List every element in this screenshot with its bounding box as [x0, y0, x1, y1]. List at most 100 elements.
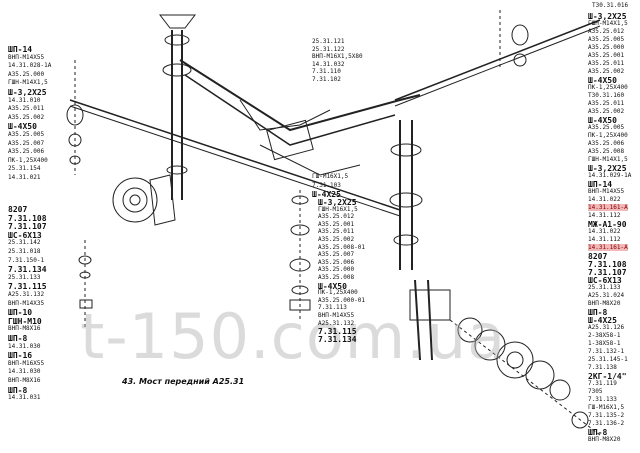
part-label: Т30.31.160 — [588, 92, 625, 99]
part-label: 14.31.030 — [8, 368, 41, 376]
tie-rod — [69, 19, 601, 217]
part-label: 1-38Х58-1 — [588, 340, 621, 347]
part-label: ВНП-М16Х55 — [8, 359, 45, 367]
part-label: 7.31.133 — [588, 396, 617, 403]
part-label: ВНП-М14Х55 — [318, 312, 355, 319]
part-label: А35.25.011 — [588, 100, 625, 107]
center-parts — [289, 190, 311, 320]
part-label: ВНП-М8Х16 — [8, 377, 41, 384]
part-label: 7305 — [588, 388, 603, 395]
part-label: А35.25.005 — [588, 124, 625, 131]
part-label: ВНП-М14Х55 — [8, 53, 45, 61]
part-label: 7.31.115 — [8, 282, 47, 292]
part-label: Ш-3,2Х25 — [588, 12, 627, 21]
left-tie-end — [66, 60, 84, 175]
left-kingpin — [158, 14, 197, 200]
right-kingpin — [389, 120, 451, 361]
part-label: А35.25.006 — [8, 148, 45, 156]
part-label: ГШН-М10 — [8, 316, 42, 326]
axle-beam — [179, 59, 421, 176]
part-label: 25.31.154 — [8, 165, 41, 173]
part-label: А35.25.006 — [588, 140, 625, 147]
part-label: 14.31.112 — [588, 212, 621, 219]
part-label: 8207 — [588, 252, 608, 261]
part-label: 7.31.132-1 — [588, 348, 625, 355]
part-label: Ш-4Х50 — [588, 76, 617, 85]
part-label: А35.25.008 — [318, 274, 355, 281]
part-label: 14.31.029-1А — [588, 172, 632, 179]
part-label: 14.31.022 — [588, 196, 621, 203]
part-label: ВНП-М8Х20 — [588, 300, 621, 307]
part-label: 7.31.107 — [8, 222, 47, 232]
part-label: 7.31.134 — [318, 334, 357, 344]
part-label: А35.25.006 — [318, 258, 355, 266]
part-label: 14.31.031 — [8, 394, 41, 402]
part-label: А25.31.132 — [8, 291, 45, 298]
part-label: А35.25.005 — [8, 131, 45, 138]
part-label: ШС-6Х13 — [588, 276, 622, 285]
part-label: 25.31.142 — [8, 239, 41, 247]
part-label: ВНП-М14Х35 — [8, 299, 45, 307]
part-label: 14.31.021 — [8, 174, 41, 181]
part-label: 14.31.032 — [312, 60, 345, 68]
part-label: ВНП-М14Х55 — [588, 188, 625, 195]
part-label: 25.31.018 — [8, 248, 41, 255]
part-label: 8207 — [8, 205, 28, 214]
part-label: Ш-4Х25 — [588, 316, 617, 325]
part-label: Ш-4Х50 — [588, 116, 617, 125]
part-label: А35.25.000 — [8, 70, 45, 78]
part-label: 25.31.133 — [8, 273, 41, 281]
part-label: ШП-8 — [8, 334, 28, 343]
part-label: А35.25.001 — [588, 52, 625, 59]
part-label: А35.25.011 — [8, 105, 45, 113]
part-label: 25.31.121 — [312, 38, 345, 45]
part-label: ШС-6Х13 — [8, 230, 42, 240]
part-label: 7.31.110 — [312, 68, 341, 76]
part-label: 25.31.145-1 — [588, 356, 628, 363]
part-label: 7.31.102 — [312, 76, 341, 83]
part-label: МЖ-А1-90 — [588, 220, 627, 229]
part-label: Ш-4Х50 — [8, 122, 37, 132]
part-label: 7.31.103 — [312, 181, 341, 189]
part-label: А35.25.000-01 — [318, 296, 365, 304]
part-label: ШП-16 — [8, 351, 33, 361]
part-label: 2КГ-1/4" — [588, 372, 627, 381]
top-right-code: Т30.31.016 — [592, 2, 629, 9]
part-label: Ш-4Х50 — [318, 281, 347, 291]
part-label: А35.25.011 — [588, 60, 625, 67]
part-label: 7.31.150-1 — [8, 256, 45, 264]
part-label: 7.31.115 — [318, 327, 357, 337]
part-label: ШП-8 — [588, 308, 608, 317]
part-label: 14.31.112 — [588, 236, 621, 243]
diagram-caption: 43. Мост передний А25.31 — [122, 377, 245, 386]
part-label: А25.31.126 — [588, 324, 625, 331]
part-label: ШП-8 — [588, 428, 608, 437]
part-label: 14.31.030 — [8, 342, 41, 350]
part-label: Ш-3,2Х25 — [318, 198, 357, 207]
part-label: А35.25.000 — [318, 266, 355, 274]
part-label: Ш-3,2Х25 — [588, 164, 627, 173]
part-label: 14.31.161-А — [588, 204, 628, 211]
part-label: 7.31.138 — [588, 364, 617, 371]
part-label: А35.25.012 — [588, 28, 625, 35]
part-label: А35.25.000 — [588, 44, 625, 51]
part-label: 25.31.122 — [312, 45, 345, 53]
part-label: 7.31.107 — [588, 268, 627, 277]
part-label: А25.31.024 — [588, 292, 625, 299]
part-label: Ш-4Х25 — [312, 190, 341, 200]
part-label: 14.31.161-А — [588, 244, 628, 251]
part-label: ШП-8 — [8, 385, 28, 395]
part-label: 7.31.135-2 — [588, 412, 625, 419]
part-label: А35.25.002 — [588, 108, 625, 115]
part-label: А35.25.008 — [588, 148, 625, 155]
part-label: А25.31.132 — [318, 319, 355, 327]
part-label: 7.31.136-2 — [588, 420, 625, 427]
right-hub — [449, 317, 601, 436]
part-label: А35.25.007 — [8, 139, 45, 147]
lower-left-parts — [78, 240, 93, 330]
part-label: 2-38Х58-1 — [588, 332, 621, 339]
right-tie-end — [499, 10, 529, 70]
watermark-text: t-150.com.ua — [80, 300, 507, 373]
